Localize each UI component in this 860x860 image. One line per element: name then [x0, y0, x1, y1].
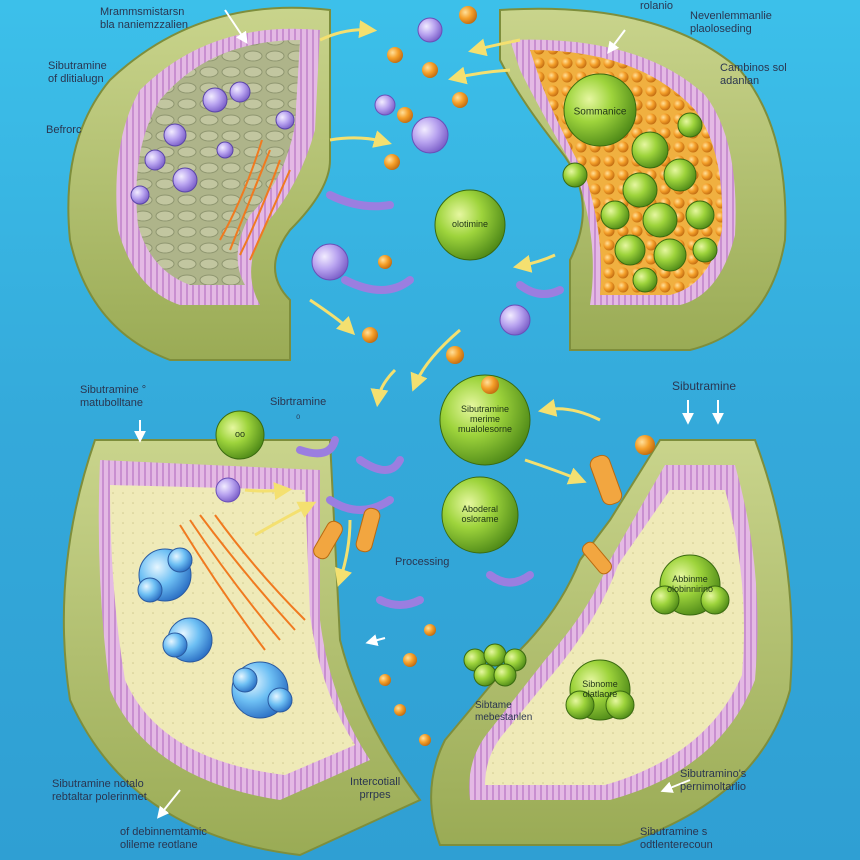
label-left-sibutramine-line-2: of dlitialugn — [48, 72, 104, 85]
label-mid-left-line-1: Sibutramine ° — [80, 384, 147, 396]
label-top-right-2: Nevenlemmanlie plaoloseding — [690, 10, 772, 35]
white-arrows — [134, 9, 724, 819]
label-top-right: rolanio — [640, 0, 673, 13]
label-bottom-mid-right-line-2: mebestanlen — [475, 711, 533, 723]
label-bottom-center-line-1: Intercotiall — [350, 776, 401, 788]
label-bottom-right-2-line-2: odtlenterecoun — [640, 838, 713, 851]
label-before: Befrorc — [46, 124, 82, 136]
label-bottom-right-2-line-1: Sibutramine s — [640, 826, 708, 838]
label-bottom-mid-right-line-1: Sibtame — [475, 700, 512, 711]
label-bottom-center: Intercotiall prrpes — [350, 776, 400, 801]
label-left-sibutramine-line-1: Sibutramine — [48, 60, 107, 72]
label-center-sibutramine-line-1: Sibrtramine — [270, 396, 327, 408]
label-bottom-center-line-2: prrpes — [359, 788, 391, 801]
blob-label-center-mid-line-3: mualolesorne — [457, 423, 513, 434]
label-bottom-left: Sibutramine notalo rebtaltar polerinmet — [52, 778, 147, 803]
label-bottom-left-2: of debinnemtamic olileme reotlane — [120, 826, 207, 851]
center-molecules — [215, 6, 655, 746]
label-bottom-left-line-2: rebtaltar polerinmet — [52, 790, 147, 803]
blob-label-top-right: Sommanice — [573, 106, 627, 118]
label-bottom-left-line-1: Sibutramine notalo — [52, 778, 144, 790]
label-bottom-right: Sibutramino's pernimoltarlio — [680, 768, 746, 793]
label-right-combinos-line-1: Cambinos sol — [720, 62, 787, 74]
blob-label-right-cluster: Abbinme olobinnirino — [666, 574, 714, 595]
label-left-sibutramine: Sibutramine of dlitialugn — [48, 60, 107, 85]
top-left-membrane — [67, 6, 331, 361]
label-center-sibutramine-line-2: ₀ — [295, 408, 301, 421]
label-right-sibutramine: Sibutramine — [672, 379, 737, 393]
blob-label-right-low-line-2: olatlaore — [582, 689, 618, 699]
label-mid-left-line-2: matubolltane — [80, 396, 143, 409]
label-processing: Processing — [395, 556, 450, 568]
blob-label-right-low-line-1: Sibnome — [582, 679, 618, 690]
label-mid-left: Sibutramine ° matubolltane — [80, 384, 146, 409]
label-top-right-2-line-1: Nevenlemmanlie — [690, 10, 772, 22]
label-top-right-line-1: rolanio — [640, 0, 674, 12]
label-bottom-mid-right: Sibtame mebestanlen — [475, 700, 532, 723]
label-top-left: Mrammsmistarsn bla naniemzzalien — [100, 6, 188, 31]
blob-label-right-cluster-line-2: olobinnirino — [666, 584, 714, 594]
blob-label-center-top: olotimine — [451, 219, 489, 230]
label-bottom-left-2-line-2: olileme reotlane — [120, 838, 198, 851]
blob-label-right-low: Sibnome olatlaore — [582, 679, 618, 700]
label-top-right-2-line-2: plaoloseding — [690, 22, 752, 35]
blob-label-right-cluster-line-1: Abbinme — [672, 574, 708, 585]
label-bottom-left-2-line-1: of debinnemtamic — [120, 826, 207, 838]
blob-label-center-small: oo — [234, 429, 246, 440]
blob-label-center-mid-line-1: Sibutramine — [460, 404, 510, 415]
label-bottom-right-2: Sibutramine s odtlenterecoun — [640, 826, 713, 851]
label-right-combinos-line-2: adanlan — [720, 74, 760, 87]
blob-label-center-mid: Sibutramine merime mualolesorne — [457, 404, 513, 435]
blob-label-center-low-line-2: oslorame — [461, 514, 499, 524]
blob-label-center-low-line-1: Aboderal — [461, 504, 499, 515]
label-center-sibutramine: Sibrtramine ₀ — [270, 396, 326, 421]
label-top-left-line-1: Mrammsmistarsn — [100, 6, 185, 18]
flow-arrows — [244, 20, 601, 587]
label-right-combinos: Cambinos sol adanlan — [720, 62, 787, 87]
bottom-right-membrane — [430, 439, 793, 846]
label-bottom-right-line-2: pernimoltarlio — [680, 780, 747, 793]
top-right-membrane — [499, 7, 787, 351]
blob-label-center-low: Aboderal oslorame — [461, 504, 499, 525]
label-top-left-line-2: bla naniemzzalien — [100, 18, 189, 31]
blob-label-center-mid-line-2: merime — [469, 414, 500, 425]
label-bottom-right-line-1: Sibutramino's — [680, 768, 747, 780]
